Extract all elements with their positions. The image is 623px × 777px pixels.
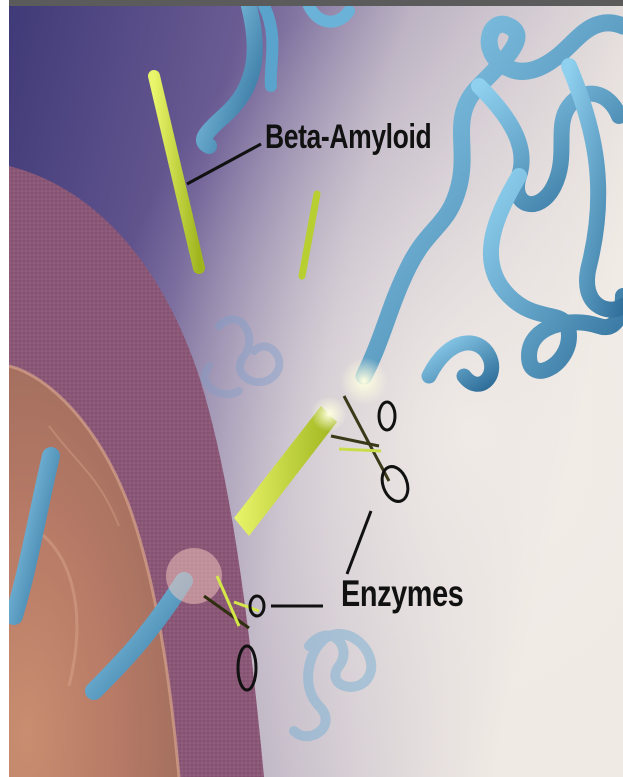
beta-amyloid-label: Beta-Amyloid (265, 118, 431, 157)
cut-glow-upper (340, 357, 388, 405)
left-frame-border (0, 0, 9, 777)
illustration-scene: Beta-Amyloid Enzymes (9, 6, 623, 777)
rod-glow (311, 396, 347, 432)
cut-glow-lower (166, 548, 222, 604)
enzymes-label: Enzymes (341, 573, 463, 615)
